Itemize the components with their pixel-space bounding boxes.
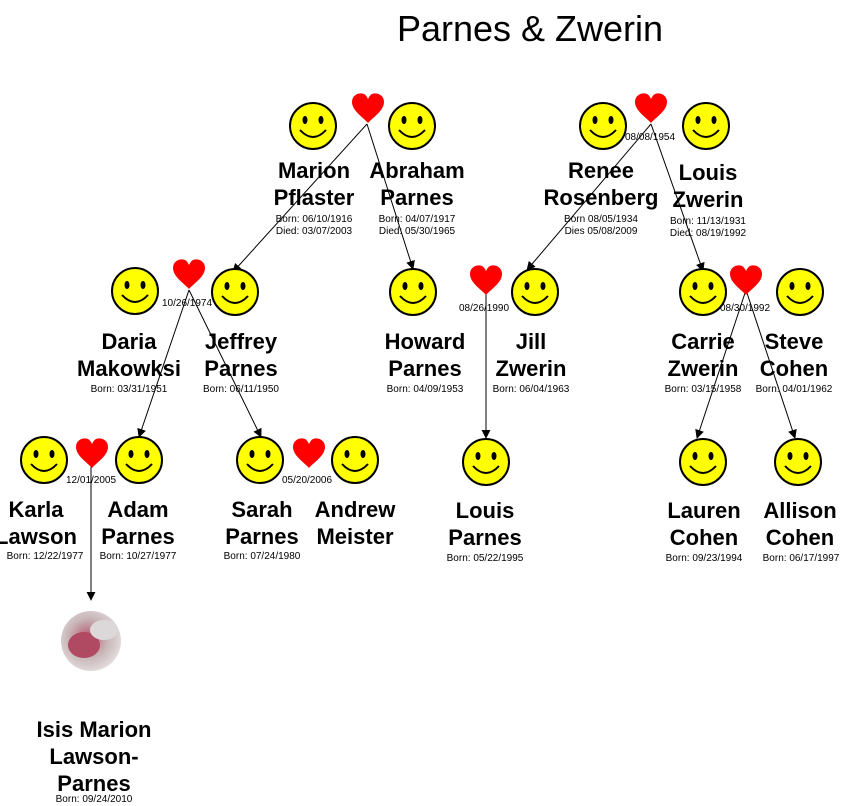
smiley-icon-lauren bbox=[679, 438, 727, 486]
person-dates-adam: Born: 10/27/1977 bbox=[99, 551, 177, 562]
connector-lines bbox=[86, 123, 797, 601]
person-name-adam: Adam Parnes bbox=[101, 497, 175, 549]
person-name-lauren: Lauren Cohen bbox=[667, 498, 741, 550]
baby-photo-isis bbox=[61, 611, 121, 671]
person-dates-louis-parnes: Born: 05/22/1995 bbox=[446, 553, 524, 564]
line-renee-louis-to-carrie bbox=[650, 123, 705, 272]
person-name-louis-zwerin: Louis Zwerin bbox=[672, 160, 744, 212]
person-dates-marion: Born: 06/10/1916 Died: 03/07/2003 bbox=[275, 214, 353, 237]
line-carrie-steve-to-allison bbox=[745, 289, 797, 439]
person-dates-steve: Born: 04/01/1962 bbox=[755, 384, 833, 395]
smiley-icon-karla bbox=[20, 436, 68, 484]
person-name-steve: Steve Cohen bbox=[759, 329, 829, 381]
smiley-icon-jeffrey bbox=[211, 268, 259, 316]
marriage-date-karla-adam: 12/01/2005 bbox=[66, 475, 117, 486]
heart-icon-karla-adam bbox=[76, 438, 108, 468]
person-name-howard: Howard Parnes bbox=[384, 329, 466, 381]
person-name-carrie: Carrie Zwerin bbox=[667, 329, 739, 381]
person-name-marion: Marion Pflaster bbox=[273, 158, 355, 210]
person-dates-allison: Born: 06/17/1997 bbox=[762, 553, 840, 564]
smiley-icon-jill bbox=[511, 268, 559, 316]
line-daria-jeffrey-to-adam bbox=[137, 289, 190, 438]
smiley-icon-sarah bbox=[236, 436, 284, 484]
heart-icon-sarah-andrew bbox=[293, 438, 325, 468]
person-name-jeffrey: Jeffrey Parnes bbox=[204, 329, 278, 381]
person-dates-carrie: Born: 03/15/1958 bbox=[664, 384, 742, 395]
smiley-icon-louis-zwerin bbox=[682, 102, 730, 150]
smiley-icon-daria bbox=[111, 267, 159, 315]
smiley-icon-allison bbox=[774, 438, 822, 486]
marriage-date-jill: 08/26/1990 bbox=[459, 303, 510, 314]
person-name-allison: Allison Cohen bbox=[763, 498, 837, 550]
person-dates-louis-zwerin: Born: 11/13/1931 Died: 08/19/1992 bbox=[669, 216, 747, 239]
heart-icon-jill bbox=[470, 265, 502, 295]
line-renee-louis-to-jill bbox=[526, 123, 652, 271]
heart-icon-daria-jeffrey bbox=[173, 259, 205, 289]
smiley-icon-steve bbox=[776, 268, 824, 316]
person-dates-howard: Born: 04/09/1953 bbox=[386, 384, 464, 395]
heart-icon-renee-louis bbox=[635, 93, 667, 123]
person-name-daria: Daria Makowksi bbox=[77, 329, 181, 381]
marriage-date-renee-louis: 08/08/1954 bbox=[625, 132, 676, 143]
page-title: Parnes & Zwerin bbox=[396, 8, 664, 49]
person-name-sarah: Sarah Parnes bbox=[225, 497, 299, 549]
marriage-date-carrie-steve: 08/30/1992 bbox=[720, 303, 771, 314]
person-dates-jeffrey: Born: 06/11/1950 bbox=[203, 384, 279, 395]
line-marion-abraham-to-howard bbox=[366, 123, 415, 270]
line-carrie-steve-to-lauren bbox=[695, 289, 747, 439]
smiley-icon-marion bbox=[289, 102, 337, 150]
person-dates-abraham: Born: 04/07/1917 Died: 05/30/1965 bbox=[378, 214, 456, 237]
smiley-icon-andrew bbox=[331, 436, 379, 484]
person-dates-daria: Born: 03/31/1951 bbox=[90, 384, 168, 395]
heart-icon-carrie-steve bbox=[730, 265, 762, 295]
person-dates-jill: Born: 06/04/1963 bbox=[492, 384, 570, 395]
person-dates-isis: Born: 09/24/2010 bbox=[55, 794, 133, 805]
heart-icon-marion-abraham bbox=[352, 93, 384, 123]
person-dates-karla: Born: 12/22/1977 bbox=[6, 551, 84, 562]
person-name-louis-parnes: Louis Parnes bbox=[448, 498, 522, 550]
person-name-andrew: Andrew Meister bbox=[314, 497, 396, 549]
person-dates-sarah: Born: 07/24/1980 bbox=[223, 551, 301, 562]
person-dates-lauren: Born: 09/23/1994 bbox=[665, 553, 743, 564]
line-daria-jeffrey-to-sarah bbox=[188, 289, 262, 438]
smiley-icon-louis-parnes bbox=[462, 438, 510, 486]
smiley-icon-renee bbox=[579, 102, 627, 150]
person-name-karla: Karla Lawson bbox=[0, 497, 77, 549]
smiley-icon-howard bbox=[389, 268, 437, 316]
person-name-isis: Isis Marion Lawson- Parnes bbox=[36, 717, 152, 796]
smiley-icon-abraham bbox=[388, 102, 436, 150]
marriage-date-daria-jeffrey: 10/26/1974 bbox=[162, 298, 213, 309]
person-dates-renee: Born 08/05/1934 Dies 05/08/2009 bbox=[564, 214, 638, 237]
smiley-icon-adam bbox=[115, 436, 163, 484]
person-name-abraham: Abraham Parnes bbox=[369, 158, 465, 210]
person-name-renee: Renee Rosenberg bbox=[543, 158, 659, 210]
line-marion-abraham-to-jeffrey bbox=[232, 123, 368, 273]
marriage-date-sarah-andrew: 05/20/2006 bbox=[282, 475, 333, 486]
person-name-jill: Jill Zwerin bbox=[495, 329, 567, 381]
